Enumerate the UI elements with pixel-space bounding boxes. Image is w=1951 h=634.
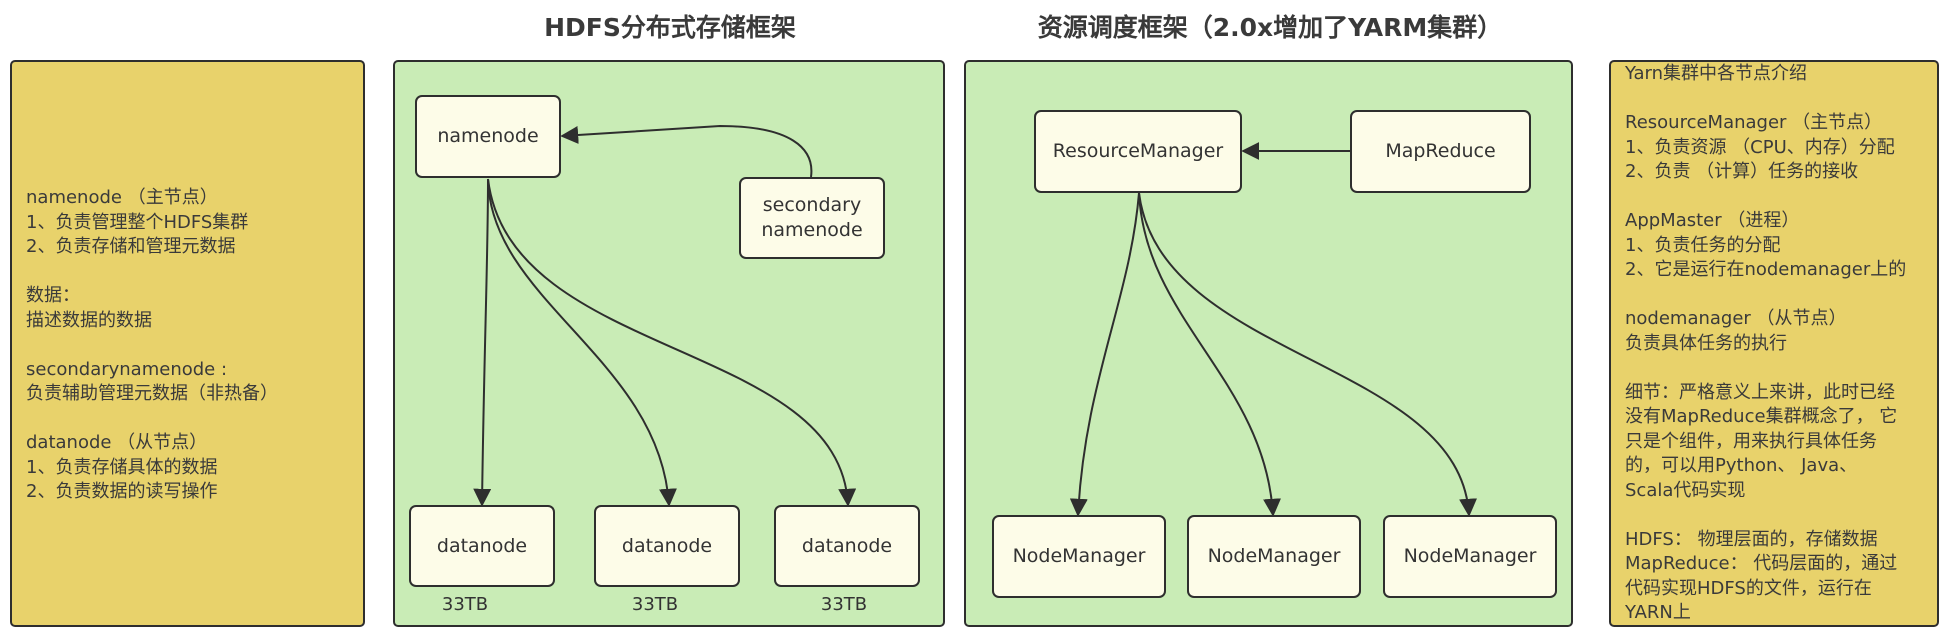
nodemanager-2: NodeManager xyxy=(1187,515,1361,598)
hdfs-title: HDFS分布式存储框架 xyxy=(544,13,796,42)
secondary-namenode-node: secondary namenode xyxy=(739,177,885,259)
edge-resourcemanager-to-nodemanager-3 xyxy=(1138,192,1478,517)
yarn-notes-text: Yarn集群中各节点介绍 ResourceManager （主节点） 1、负责资… xyxy=(1625,63,1907,623)
edge-resourcemanager-to-nodemanager-2 xyxy=(1138,192,1282,517)
datanode-2: datanode xyxy=(594,505,740,587)
namenode-node: namenode xyxy=(415,95,561,178)
nodemanager-3: NodeManager xyxy=(1383,515,1557,598)
edge-namenode-to-datanode-2 xyxy=(487,178,677,507)
datanode-3: datanode xyxy=(774,505,920,587)
datanode-3-capacity: 33TB xyxy=(820,594,868,615)
datanode-2-capacity: 33TB xyxy=(631,594,679,615)
hdfs-notes-text: namenode （主节点） 1、负责管理整个HDFS集群 2、负责存储和管理元… xyxy=(26,187,278,502)
edge-namenode-to-datanode-3 xyxy=(487,178,857,507)
mapreduce-node: MapReduce xyxy=(1350,110,1531,193)
edge-secondary-to-namenode xyxy=(560,124,813,178)
hdfs-notes-panel: namenode （主节点） 1、负责管理整个HDFS集群 2、负责存储和管理元… xyxy=(10,60,365,627)
nodemanager-1: NodeManager xyxy=(992,515,1166,598)
yarn-title: 资源调度框架（2.0x增加了YARM集群） xyxy=(1037,13,1503,42)
resourcemanager-node: ResourceManager xyxy=(1034,110,1242,193)
datanode-1-capacity: 33TB xyxy=(441,594,489,615)
datanode-1: datanode xyxy=(409,505,555,587)
edge-namenode-to-datanode-1 xyxy=(473,178,492,507)
yarn-notes-panel: Yarn集群中各节点介绍 ResourceManager （主节点） 1、负责资… xyxy=(1609,60,1939,627)
edge-resourcemanager-to-nodemanager-1 xyxy=(1069,192,1140,517)
